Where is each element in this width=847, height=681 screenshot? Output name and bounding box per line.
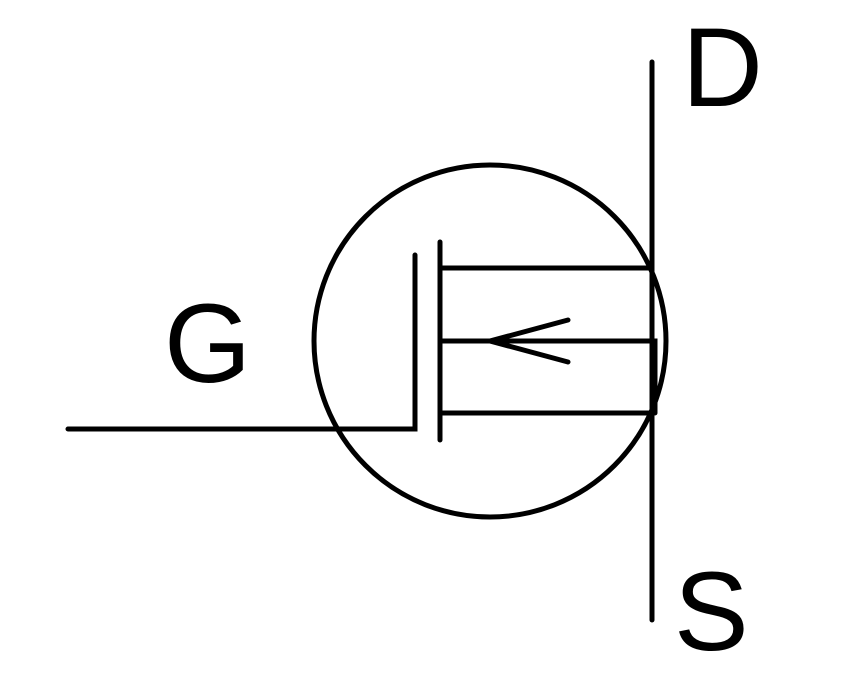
source-label: S [674,549,749,674]
transistor-envelope-circle [311,162,669,520]
body-channel-connector [437,338,658,416]
body-arrow-icon [480,317,571,365]
gate-lead-wire [65,252,418,432]
drain-label: D [682,5,763,130]
gate-label: G [164,281,251,406]
